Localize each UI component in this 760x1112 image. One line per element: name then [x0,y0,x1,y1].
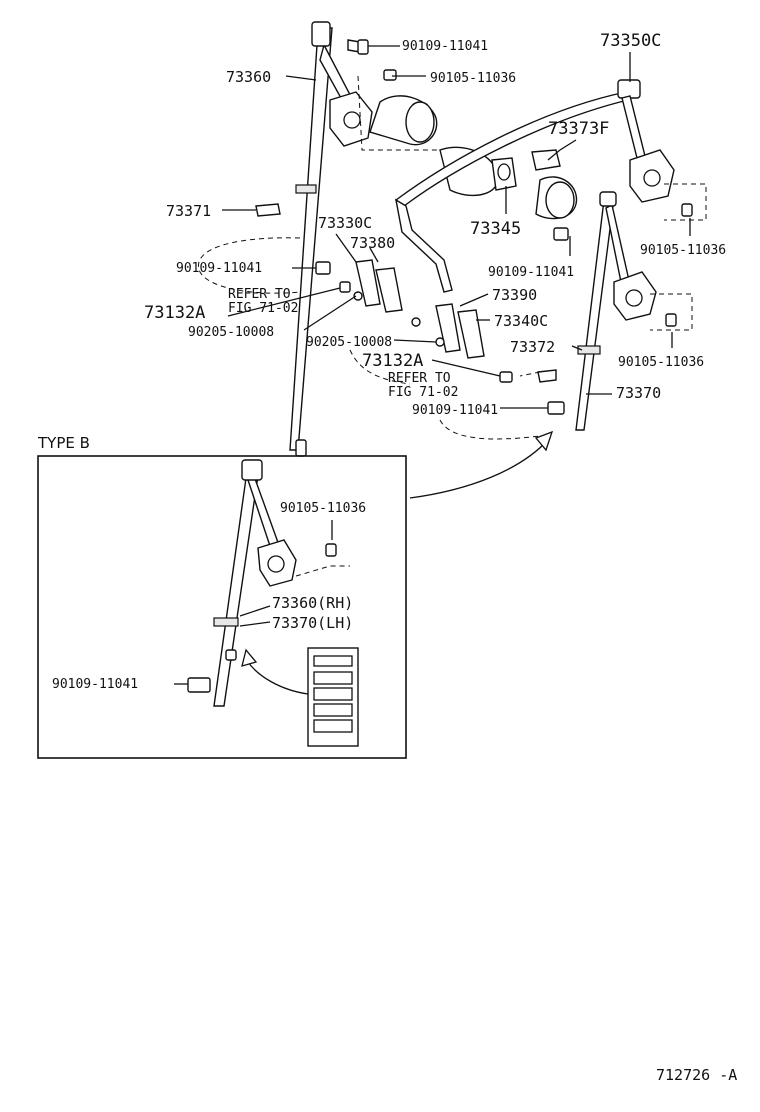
washer-90205-mid [411,317,421,327]
label-73132A-a: 73132A [144,303,205,323]
bolt-90109-top [347,39,369,55]
buckle-73390 [435,303,485,359]
bolt-90105-right-b [665,313,677,327]
bolt-90105-right-a [681,203,693,217]
label-90109-d: 90109-11041 [412,403,498,418]
label-73371: 73371 [166,202,211,220]
label-90105-a: 90105-11036 [430,71,516,86]
belt-73350C [394,79,675,293]
label-73372: 73372 [510,338,555,356]
belt-73370 [575,191,657,431]
type-b-label-plate [307,647,359,747]
label-73345: 73345 [470,219,521,239]
type-b-belt [213,459,297,707]
bolt-90105-top [383,69,397,81]
diagram-code: 712726 -A [656,1066,737,1084]
seat-cushion-center [439,146,578,220]
bolt-90109-left [315,261,331,275]
label-73350C: 73350C [600,31,661,51]
label-90205-b: 90205-10008 [306,335,392,350]
label-73373F: 73373F [548,119,609,139]
label-73370: 73370 [616,384,661,402]
label-73132A-b: 73132A [362,351,423,371]
label-73360: 73360 [226,68,271,86]
label-90205-a: 90205-10008 [188,325,274,340]
type-b-title: TYPE B [37,434,90,452]
label-90109-c: 90109-11041 [488,265,574,280]
label-73330C: 73330C [318,214,372,232]
type-b-bolt-90105 [325,543,337,557]
buckle-73330C [355,259,403,313]
label-73390: 73390 [492,286,537,304]
label-fig-b: FIG 71-02 [388,385,458,400]
label-73380: 73380 [350,234,395,252]
type-b-frame [37,455,407,759]
type-b-label-73370lh: 73370(LH) [272,614,353,632]
nut-73132A-right [499,371,513,383]
label-90109-a: 90109-11041 [402,39,488,54]
type-b-bolt-90109 [187,677,211,693]
bolt-90109-bottom [547,401,565,415]
label-90109-b: 90109-11041 [176,261,262,276]
label-90105-c: 90105-11036 [618,355,704,370]
washer-90205-right [435,337,445,347]
label-90105-b: 90105-11036 [640,243,726,258]
nut-73132A-left [339,281,351,293]
washer-90205-left [353,291,363,301]
label-refer-to-a: REFER TO [228,287,291,302]
label-fig-a: FIG 71-02 [228,301,298,316]
cover-73371 [255,203,281,217]
type-b-label-73360rh: 73360(RH) [272,594,353,612]
label-refer-to-b: REFER TO [388,371,451,386]
cover-73372 [537,369,557,383]
buckle-73345 [491,157,517,191]
type-b-label-90105: 90105-11036 [280,501,366,516]
type-b-label-90109: 90109-11041 [52,677,138,692]
bolt-90109-mid [553,227,569,241]
seat-cushion-left [357,75,448,151]
label-73340C: 73340C [494,312,548,330]
